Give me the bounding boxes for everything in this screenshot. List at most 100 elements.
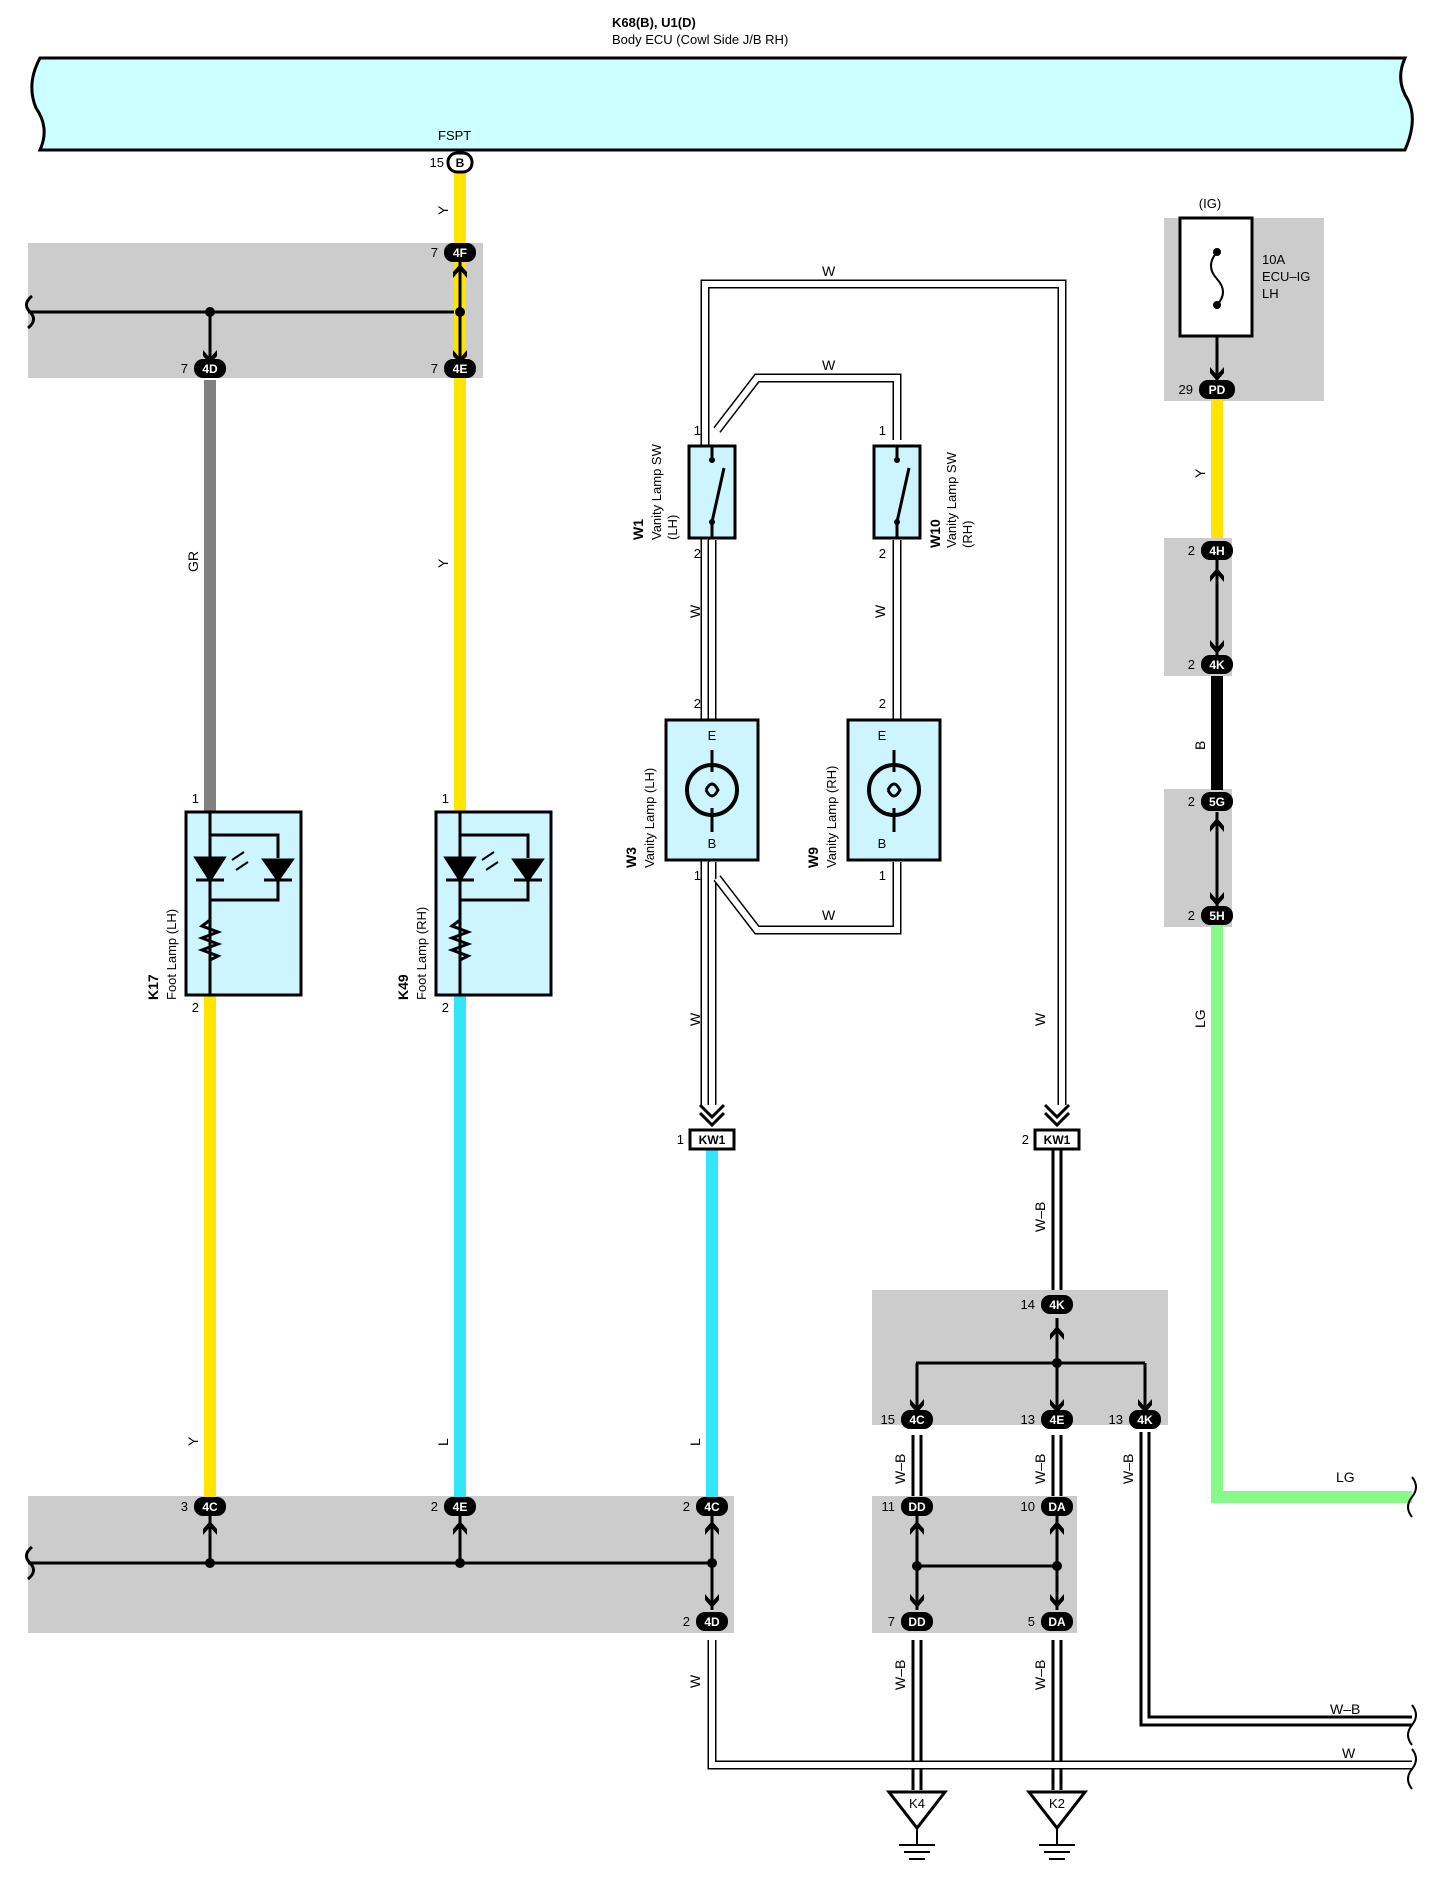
svg-text:Y: Y	[185, 1436, 201, 1446]
connector-kw1-right: KW1 2	[1022, 1128, 1081, 1151]
svg-text:K2: K2	[1049, 1796, 1065, 1811]
wire-labels: Y GR Y Y L L W W W W W W W W Y B LG LG W…	[185, 205, 1360, 1761]
svg-text:KW1: KW1	[1044, 1133, 1071, 1147]
svg-text:PD: PD	[1209, 383, 1226, 397]
svg-text:2: 2	[879, 696, 886, 711]
ecu-title: K68(B), U1(D)	[612, 15, 696, 30]
connector-da-bot: DA 5	[1028, 1612, 1073, 1631]
connector-4e-top: 4E 7	[431, 359, 476, 378]
ground-k4: K4	[885, 1790, 949, 1860]
svg-text:1: 1	[879, 423, 886, 438]
svg-text:4C: 4C	[202, 1500, 218, 1514]
svg-text:L: L	[687, 1438, 703, 1446]
connector-4c-b2: 4C 2	[683, 1497, 728, 1516]
svg-text:Y: Y	[1192, 468, 1208, 478]
svg-text:7: 7	[181, 361, 188, 376]
svg-text:E: E	[878, 728, 887, 743]
w9-id: W9	[805, 847, 821, 868]
svg-text:3: 3	[181, 1499, 188, 1514]
svg-text:B: B	[708, 836, 717, 851]
svg-text:GR: GR	[185, 551, 201, 572]
svg-text:1: 1	[677, 1132, 684, 1147]
fuse-ecu-ig: (IG) 10A ECU–IG LH	[1178, 196, 1310, 338]
body-ecu: K68(B), U1(D) Body ECU (Cowl Side J/B RH…	[30, 15, 1414, 152]
svg-text:L: L	[435, 1438, 451, 1446]
svg-text:7: 7	[888, 1614, 895, 1629]
svg-text:4K: 4K	[1137, 1413, 1153, 1427]
svg-text:W: W	[687, 1012, 703, 1026]
connector-dd-top: DD 11	[882, 1497, 933, 1516]
svg-text:K4: K4	[909, 1796, 925, 1811]
w10-side: (RH)	[960, 521, 975, 548]
vanity-lamp-sw-lh: 1 2 W1 Vanity Lamp SW (LH)	[630, 423, 737, 561]
svg-text:W: W	[687, 1674, 703, 1688]
w3-name: Vanity Lamp (LH)	[642, 768, 657, 868]
svg-text:11: 11	[882, 1499, 896, 1514]
vanity-lamp-sw-rh: 1 2 W10 Vanity Lamp SW (RH)	[872, 423, 975, 561]
ecu-terminal: FSPT	[438, 128, 471, 143]
connector-b-top: B 15	[430, 151, 474, 174]
svg-text:5H: 5H	[1209, 909, 1224, 923]
svg-text:W: W	[1342, 1745, 1356, 1761]
svg-text:10: 10	[1021, 1499, 1035, 1514]
svg-text:DD: DD	[908, 1500, 926, 1514]
svg-text:DA: DA	[1048, 1615, 1066, 1629]
connector-arrows	[203, 264, 1224, 1608]
svg-text:4C: 4C	[704, 1500, 720, 1514]
svg-text:W: W	[687, 604, 703, 618]
connector-4h: 4H 2	[1188, 541, 1233, 560]
fuse-group: (IG)	[1199, 196, 1221, 211]
svg-text:2: 2	[683, 1499, 690, 1514]
junction-dots	[205, 307, 1062, 1571]
svg-text:W–B: W–B	[1120, 1454, 1136, 1484]
svg-text:Y: Y	[435, 558, 451, 568]
svg-text:4E: 4E	[453, 1500, 468, 1514]
k49-name: Foot Lamp (RH)	[414, 907, 429, 1000]
connector-4d-b: 4D 2	[683, 1612, 728, 1631]
connector-dd-bot: DD 7	[888, 1612, 933, 1631]
w9-name: Vanity Lamp (RH)	[824, 766, 839, 868]
svg-text:W: W	[822, 263, 836, 279]
svg-text:4D: 4D	[202, 362, 218, 376]
svg-text:2: 2	[694, 546, 701, 561]
connector-4f-top: 4F 7	[431, 243, 476, 262]
svg-text:B: B	[1192, 741, 1208, 750]
connector-kw1-left: KW1 1	[677, 1128, 736, 1151]
w1-name: Vanity Lamp SW	[649, 443, 664, 540]
svg-text:2: 2	[1022, 1132, 1029, 1147]
svg-text:2: 2	[1188, 908, 1195, 923]
svg-text:5: 5	[1028, 1614, 1035, 1629]
w3-id: W3	[623, 847, 639, 868]
svg-text:15: 15	[881, 1412, 895, 1427]
ecu-subtitle: Body ECU (Cowl Side J/B RH)	[612, 32, 788, 47]
connector-5g: 5G 2	[1188, 792, 1233, 811]
svg-text:13: 13	[1021, 1412, 1035, 1427]
svg-text:1: 1	[879, 868, 886, 883]
svg-text:DD: DD	[908, 1615, 926, 1629]
colored-wires	[204, 172, 1412, 1610]
svg-text:KW1: KW1	[699, 1133, 726, 1147]
vanity-lamp-rh: 2 E B 1 W9 Vanity Lamp (RH)	[805, 696, 942, 883]
svg-text:4D: 4D	[704, 1615, 720, 1629]
svg-text:2: 2	[1188, 657, 1195, 672]
svg-text:LG: LG	[1192, 1009, 1208, 1028]
svg-text:2: 2	[1188, 794, 1195, 809]
svg-text:W: W	[1032, 1012, 1048, 1026]
w10-id: W10	[927, 519, 943, 548]
page-break-marks	[1407, 1476, 1417, 1790]
bus-lines	[25, 294, 1145, 1581]
svg-text:4F: 4F	[453, 246, 467, 260]
svg-text:W: W	[872, 604, 888, 618]
svg-text:7: 7	[431, 361, 438, 376]
foot-lamp-rh: 1 2 K49 Foot Lamp (RH)	[395, 791, 553, 1015]
k17-id: K17	[145, 974, 161, 1000]
double-wires	[700, 279, 1412, 1790]
fuse-rating: 10A	[1262, 252, 1285, 267]
svg-text:4E: 4E	[1050, 1413, 1065, 1427]
svg-text:Y: Y	[435, 205, 451, 215]
svg-text:1: 1	[694, 868, 701, 883]
svg-text:5G: 5G	[1209, 795, 1225, 809]
connector-pd: PD 29	[1179, 380, 1235, 399]
ground-k2: K2	[1025, 1790, 1089, 1860]
svg-text:2: 2	[442, 1000, 449, 1015]
